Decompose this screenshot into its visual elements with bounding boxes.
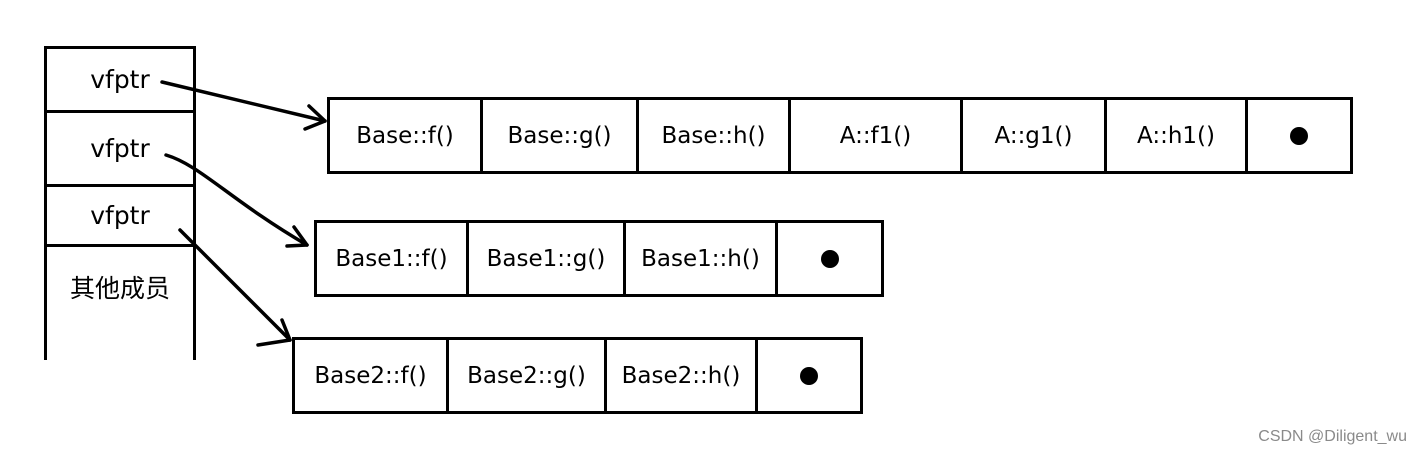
vfptr-cell-2: vfptr — [47, 113, 193, 187]
arrow-vfptr1-to-vtable-base — [160, 80, 327, 131]
vtable-base1-entry-3: Base1::h() — [626, 223, 778, 294]
vtable-base: Base::f() Base::g() Base::h() A::f1() A:… — [327, 97, 1353, 174]
vtable-base-entry-4: A::f1() — [791, 100, 963, 171]
arrow-vfptr2-to-vtable-base1 — [164, 153, 309, 248]
vfptr-cell-3: vfptr — [47, 187, 193, 247]
vfptr-label-1: vfptr — [90, 65, 150, 94]
entry-label: Base2::h() — [621, 362, 741, 389]
entry-label: A::g1() — [994, 122, 1073, 149]
entry-label: Base1::g() — [486, 245, 606, 272]
entry-label: Base::h() — [661, 122, 766, 149]
end-dot-icon — [800, 366, 818, 385]
vtable-base2-entry-3: Base2::h() — [607, 340, 758, 411]
entry-label: A::f1() — [839, 122, 912, 149]
vtable-base-entry-2: Base::g() — [483, 100, 639, 171]
vtable-base-entry-6: A::h1() — [1107, 100, 1248, 171]
entry-label: Base2::f() — [314, 362, 427, 389]
other-members-cell: 其他成员 — [47, 247, 193, 327]
vtable-base1: Base1::f() Base1::g() Base1::h() — [314, 220, 884, 297]
end-dot-icon — [1290, 126, 1308, 145]
vtable-base2: Base2::f() Base2::g() Base2::h() — [292, 337, 863, 414]
entry-label: Base::g() — [507, 122, 612, 149]
object-memory-layout: vfptr vfptr vfptr 其他成员 — [44, 46, 196, 360]
vfptr-label-3: vfptr — [90, 201, 150, 230]
vtable-base1-end-marker — [778, 223, 881, 294]
vtable-base1-entry-1: Base1::f() — [317, 223, 469, 294]
entry-label: Base2::g() — [467, 362, 586, 389]
vtable-base-entry-1: Base::f() — [330, 100, 483, 171]
entry-label: Base1::f() — [335, 245, 448, 272]
vfptr-label-2: vfptr — [90, 134, 150, 163]
vtable-base2-entry-2: Base2::g() — [449, 340, 607, 411]
vtable-base2-end-marker — [758, 340, 860, 411]
vtable-base-entry-5: A::g1() — [963, 100, 1107, 171]
watermark-text: CSDN @Diligent_wu — [1258, 428, 1407, 445]
entry-label: Base1::h() — [641, 245, 760, 272]
arrow-vfptr3-to-vtable-base2 — [178, 228, 292, 347]
other-members-label: 其他成员 — [69, 274, 170, 303]
vtable-base1-entry-2: Base1::g() — [469, 223, 626, 294]
end-dot-icon — [820, 249, 839, 268]
vtable-base-end-marker — [1248, 100, 1350, 171]
entry-label: A::h1() — [1137, 122, 1215, 149]
vtable-base-entry-3: Base::h() — [639, 100, 791, 171]
vfptr-cell-1: vfptr — [47, 49, 193, 113]
vtable-base2-entry-1: Base2::f() — [295, 340, 449, 411]
entry-label: Base::f() — [356, 122, 454, 149]
